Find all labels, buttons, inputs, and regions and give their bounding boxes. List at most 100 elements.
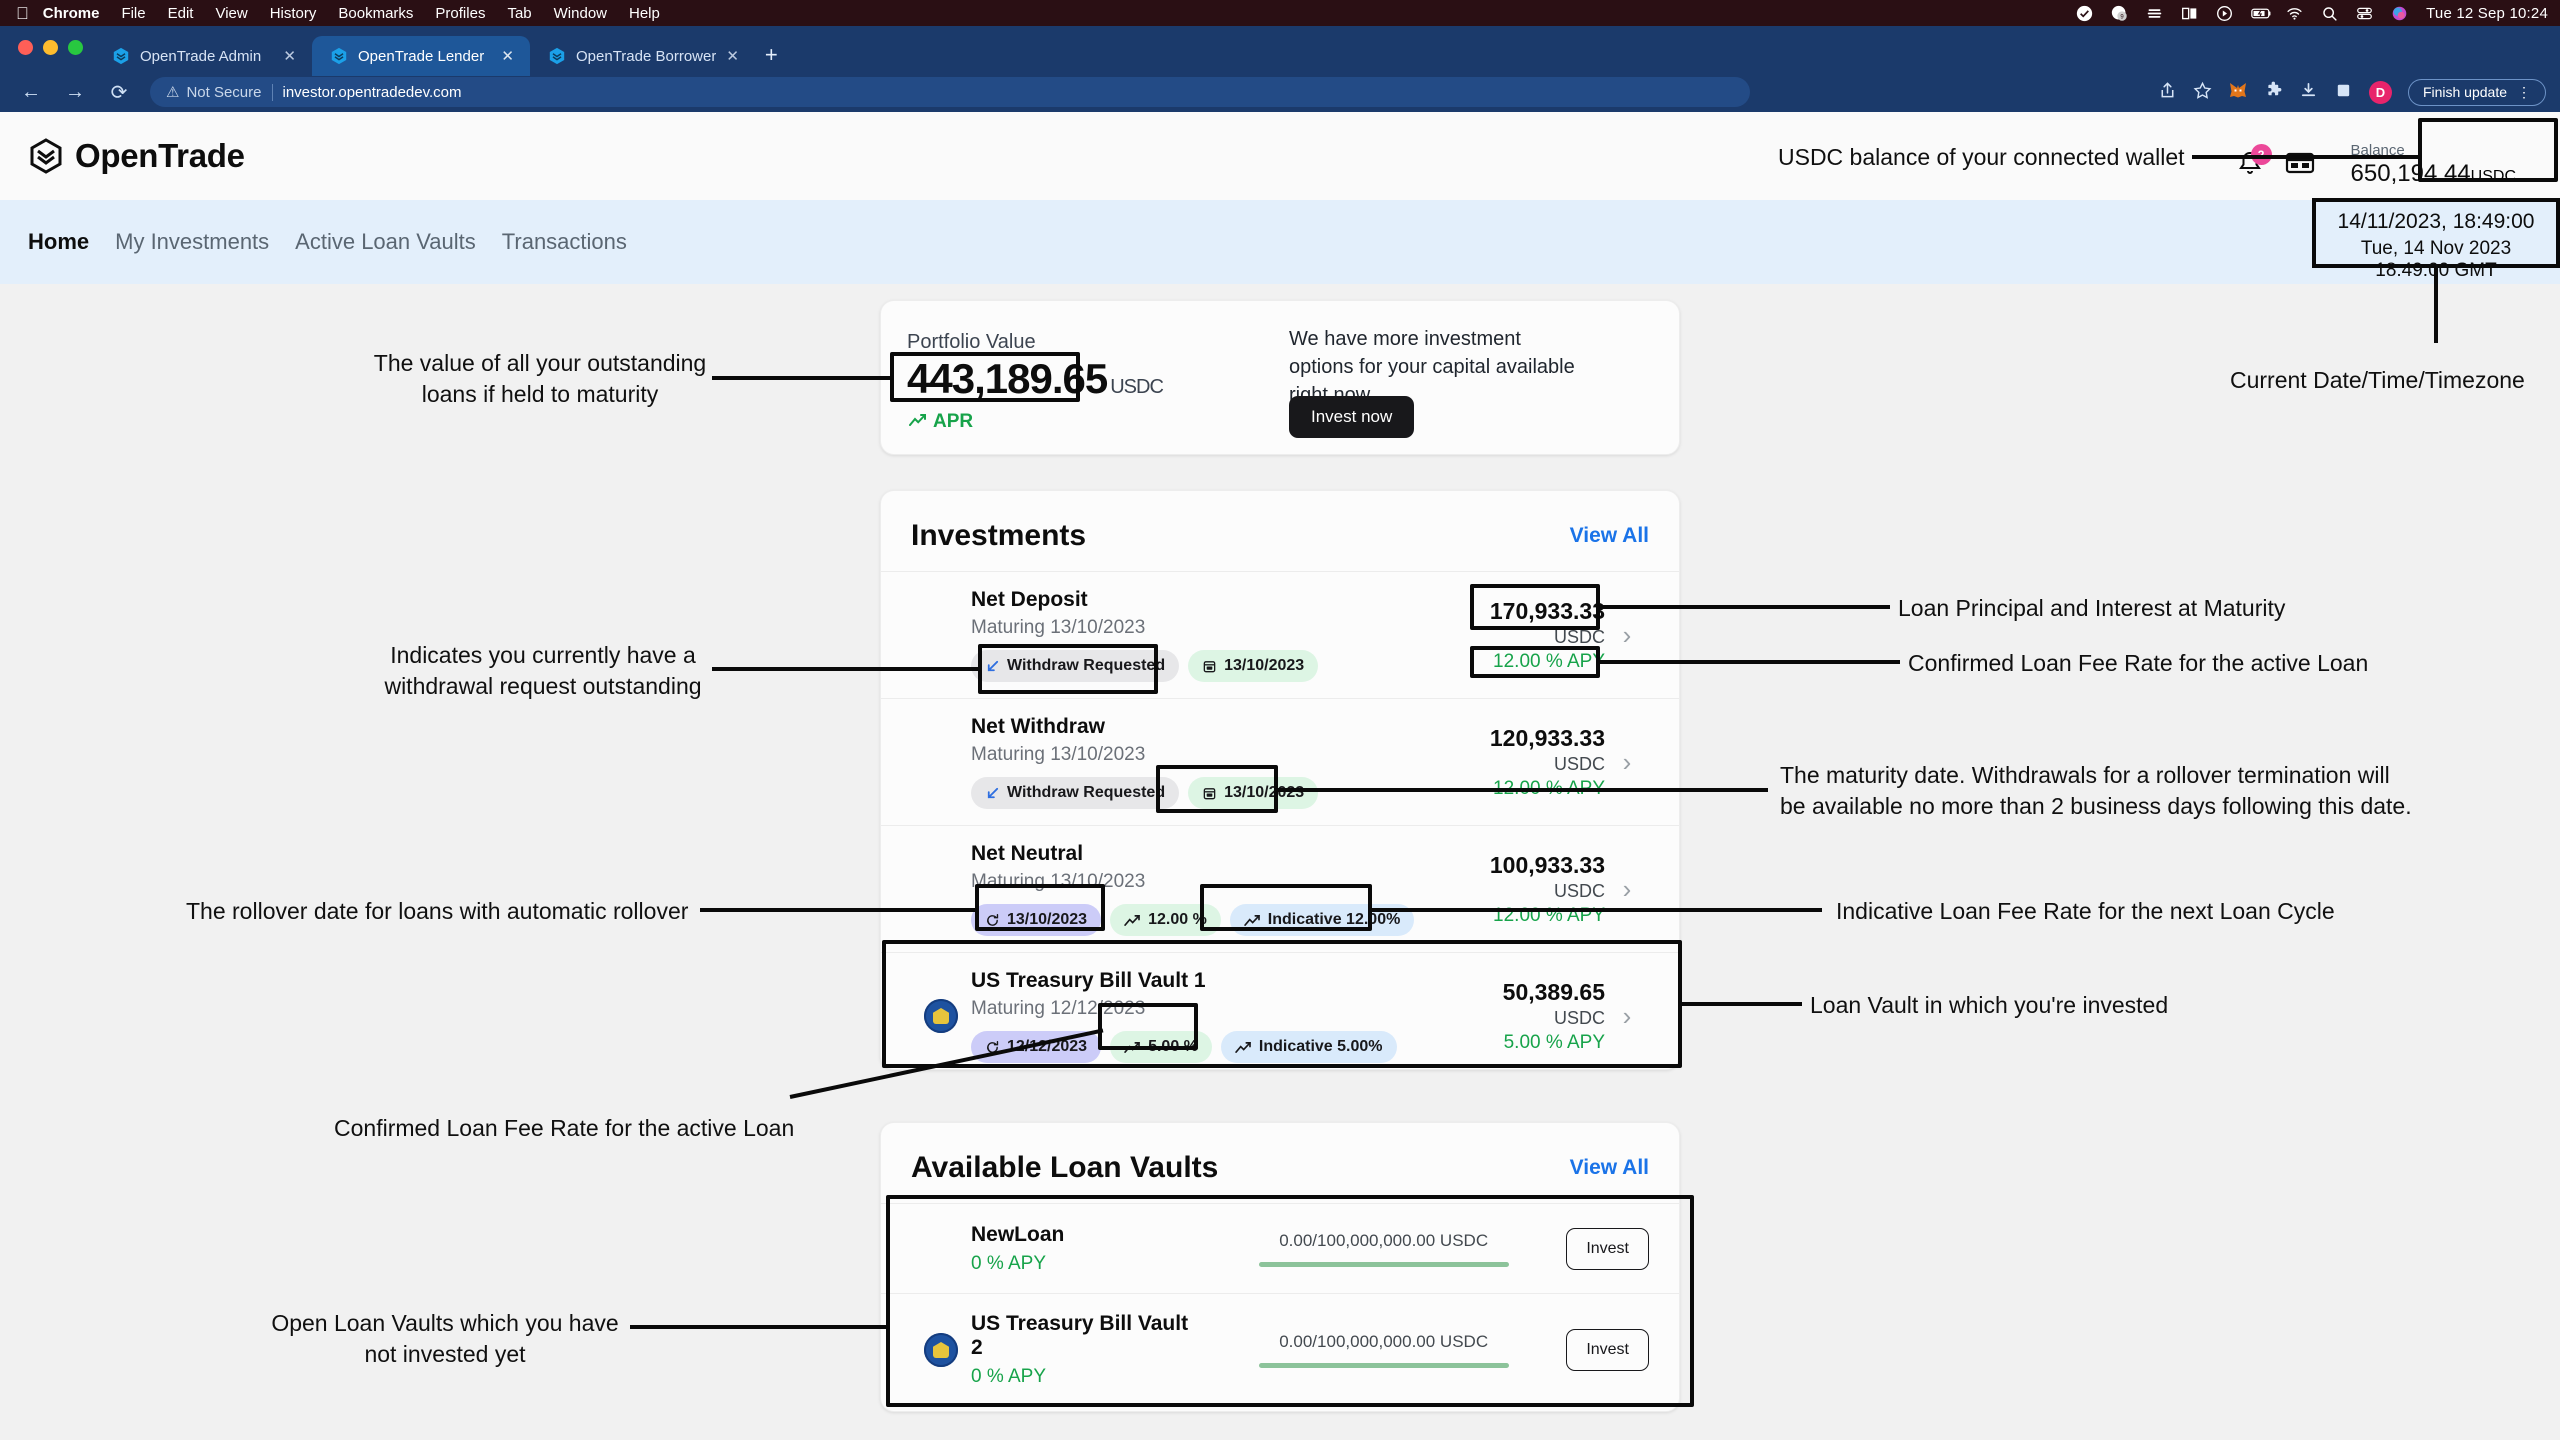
tab-opentrade-lender[interactable]: OpenTrade Lender ✕	[312, 36, 530, 76]
window-square-icon[interactable]	[2334, 81, 2353, 104]
portfolio-value-label: Portfolio Value	[907, 331, 1036, 354]
investments-view-all-link[interactable]: View All	[1570, 524, 1649, 548]
calendar-icon	[1202, 659, 1217, 674]
investment-row-main: Net DepositMaturing 13/10/2023Withdraw R…	[971, 588, 1415, 682]
investment-row[interactable]: Net WithdrawMaturing 13/10/2023Withdraw …	[881, 698, 1679, 825]
nav-item-active-loan-vaults[interactable]: Active Loan Vaults	[295, 229, 476, 255]
menu-item-edit[interactable]: Edit	[168, 5, 194, 22]
available-loan-vaults-card: Available Loan Vaults View All NewLoan0 …	[880, 1122, 1680, 1412]
available-vault-row[interactable]: NewLoan0 % APY0.00/100,000,000.00 USDCIn…	[881, 1203, 1679, 1293]
chevron-right-icon[interactable]: ›	[1605, 1001, 1649, 1032]
stripe-icon[interactable]	[2146, 5, 2163, 22]
available-vault-row[interactable]: US Treasury Bill Vault 20 % APY0.00/100,…	[881, 1293, 1679, 1406]
wallet-balance[interactable]: Balance 650,194.44USDC	[2337, 134, 2530, 196]
vault-info: US Treasury Bill Vault 20 % APY	[971, 1312, 1201, 1388]
wallet-icon[interactable]	[2285, 150, 2315, 181]
checkmark-icon[interactable]	[2076, 5, 2093, 22]
metamask-icon[interactable]	[2228, 80, 2248, 104]
menu-item-window[interactable]: Window	[554, 5, 607, 22]
investment-row[interactable]: Net DepositMaturing 13/10/2023Withdraw R…	[881, 571, 1679, 698]
chevron-right-icon[interactable]: ›	[1605, 874, 1649, 905]
extensions-puzzle-icon[interactable]	[2264, 81, 2283, 104]
back-icon[interactable]: ←	[18, 79, 44, 105]
play-circle-icon[interactable]	[2216, 5, 2233, 22]
kebab-menu-icon[interactable]: ⋮	[2517, 84, 2531, 101]
reload-icon[interactable]: ⟳	[106, 79, 132, 105]
chip-label: 12/12/2023	[1007, 1038, 1087, 1056]
screen-split-icon[interactable]	[2181, 5, 2198, 22]
investment-amount: 50,389.65	[1415, 979, 1605, 1006]
address-bar[interactable]: ⚠ Not Secure investor.opentradedev.com	[150, 77, 1750, 107]
window-traffic-lights[interactable]	[18, 40, 83, 55]
menu-item-help[interactable]: Help	[629, 5, 660, 22]
tab-title: OpenTrade Lender	[358, 48, 491, 65]
nav-item-home[interactable]: Home	[28, 229, 89, 255]
chip-label: 5.00 %	[1148, 1038, 1198, 1056]
tab-opentrade-borrower[interactable]: OpenTrade Borrower ✕	[530, 36, 755, 76]
tab-close-icon[interactable]: ✕	[283, 47, 296, 65]
close-window-button[interactable]	[18, 40, 33, 55]
investment-row[interactable]: Net NeutralMaturing 13/10/202313/10/2023…	[881, 825, 1679, 952]
invest-now-button[interactable]: Invest now	[1289, 396, 1414, 438]
nav-item-my-investments[interactable]: My Investments	[115, 229, 269, 255]
brand-logo[interactable]: OpenTrade	[28, 137, 245, 175]
notification-count-badge: 2	[2251, 144, 2272, 165]
investment-row[interactable]: US Treasury Bill Vault 1Maturing 12/12/2…	[881, 952, 1679, 1079]
chevron-right-icon[interactable]: ›	[1605, 620, 1649, 651]
not-secure-indicator[interactable]: ⚠ Not Secure	[166, 83, 262, 101]
siri-icon[interactable]	[2391, 5, 2408, 22]
investment-chip-group: 12/12/2023 5.00 % Indicative 5.00%	[971, 1031, 1415, 1063]
forward-icon[interactable]: →	[62, 79, 88, 105]
available-vaults-view-all-link[interactable]: View All	[1570, 1156, 1649, 1180]
brand-name: OpenTrade	[75, 137, 245, 175]
menu-item-tab[interactable]: Tab	[507, 5, 531, 22]
investment-amount: 120,933.33	[1415, 725, 1605, 752]
chevron-right-icon[interactable]: ›	[1605, 747, 1649, 778]
opentrade-favicon-icon	[548, 47, 566, 65]
menu-item-file[interactable]: File	[121, 5, 145, 22]
downloads-icon[interactable]	[2299, 81, 2318, 104]
new-tab-button[interactable]: +	[765, 42, 778, 68]
tab-opentrade-admin[interactable]: OpenTrade Admin ✕	[94, 36, 312, 76]
vault-invest-button[interactable]: Invest	[1566, 1228, 1649, 1270]
investment-chip: Indicative 5.00%	[1221, 1031, 1397, 1063]
minimize-window-button[interactable]	[43, 40, 58, 55]
menu-item-history[interactable]: History	[270, 5, 317, 22]
investment-chip: Withdraw Requested	[971, 650, 1179, 682]
vault-name: US Treasury Bill Vault 2	[971, 1312, 1201, 1360]
bookmark-star-icon[interactable]	[2193, 81, 2212, 104]
battery-charging-icon[interactable]	[2251, 5, 2268, 22]
investment-apy: 12.00 % APY	[1415, 651, 1605, 673]
menu-item-bookmarks[interactable]: Bookmarks	[338, 5, 413, 22]
apple-logo-icon[interactable]: 	[16, 5, 29, 22]
investments-header: Investments View All	[881, 491, 1679, 571]
tab-close-icon[interactable]: ✕	[726, 47, 739, 65]
notifications-bell[interactable]: 2	[2237, 150, 2263, 180]
tab-close-icon[interactable]: ✕	[501, 47, 514, 65]
trend-up-icon	[1235, 1041, 1252, 1054]
portfolio-amount-number: 443,189.65	[907, 355, 1107, 402]
control-center-icon[interactable]	[2356, 5, 2373, 22]
investment-amounts: 120,933.33USDC12.00 % APY	[1415, 725, 1605, 800]
finish-update-button[interactable]: Finish update ⋮	[2408, 79, 2546, 106]
menu-item-chrome[interactable]: Chrome	[43, 5, 100, 22]
maximize-window-button[interactable]	[68, 40, 83, 55]
us-treasury-seal-icon	[924, 999, 958, 1033]
header-right: 2 Balance 650,194.44USDC	[2237, 134, 2530, 196]
wifi-icon[interactable]	[2286, 5, 2303, 22]
vault-invest-button[interactable]: Invest	[1566, 1329, 1649, 1371]
investment-chip: 13/10/2023	[1188, 650, 1318, 682]
menu-bar-clock[interactable]: Tue 12 Sep 10:24	[2426, 5, 2548, 22]
clock-badge-icon[interactable]: 9	[2111, 5, 2128, 22]
investment-currency: USDC	[1415, 881, 1605, 902]
investment-apy: 12.00 % APY	[1415, 905, 1605, 927]
menu-item-profiles[interactable]: Profiles	[435, 5, 485, 22]
profile-avatar[interactable]: D	[2369, 81, 2392, 104]
investment-maturity: Maturing 12/12/2023	[971, 998, 1415, 1020]
investment-maturity: Maturing 13/10/2023	[971, 871, 1415, 893]
search-icon[interactable]	[2321, 5, 2338, 22]
nav-item-transactions[interactable]: Transactions	[502, 229, 627, 255]
share-icon[interactable]	[2158, 81, 2177, 104]
menu-item-view[interactable]: View	[215, 5, 247, 22]
tab-title: OpenTrade Borrower	[576, 48, 716, 65]
